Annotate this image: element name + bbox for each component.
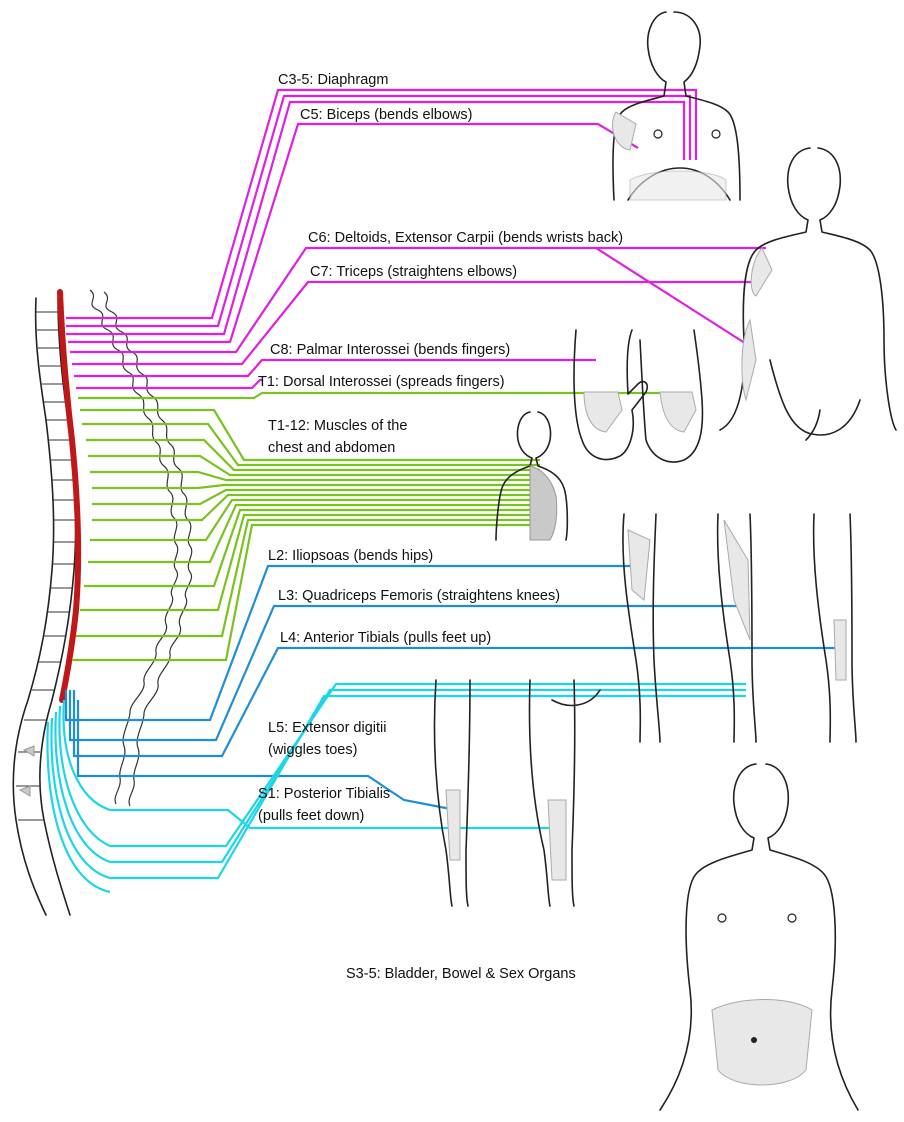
torso-back-figure xyxy=(720,148,896,440)
label-l4: L4: Anterior Tibials (pulls feet up) xyxy=(280,630,491,646)
label-c6: C6: Deltoids, Extensor Carpii (bends wri… xyxy=(308,230,623,246)
hands-figure xyxy=(574,330,702,462)
label-t1-12-line2: chest and abdomen xyxy=(268,440,395,456)
torso-front-figure xyxy=(612,12,740,200)
label-l5-line2: (wiggles toes) xyxy=(268,742,357,758)
label-l3: L3: Quadriceps Femoris (straightens knee… xyxy=(278,588,560,604)
label-c5: C5: Biceps (bends elbows) xyxy=(300,107,472,123)
legs-front-figure xyxy=(623,514,856,742)
spine-illustration xyxy=(13,290,191,915)
label-c7: C7: Triceps (straightens elbows) xyxy=(310,264,517,280)
sacral-nerve-lines xyxy=(47,684,746,892)
label-c8: C8: Palmar Interossei (bends fingers) xyxy=(270,342,510,358)
label-s3-5: S3-5: Bladder, Bowel & Sex Organs xyxy=(346,966,576,982)
label-l5-line1: L5: Extensor digitii xyxy=(268,720,386,736)
legs-back-figure xyxy=(434,680,600,906)
lower-torso-figure xyxy=(660,764,858,1110)
label-l2: L2: Iliopsoas (bends hips) xyxy=(268,548,433,564)
label-t1-12-line1: T1-12: Muscles of the xyxy=(268,418,407,434)
label-c3-5: C3-5: Diaphragm xyxy=(278,72,388,88)
label-s1-line2: (pulls feet down) xyxy=(258,808,364,824)
label-s1-line1: S1: Posterior Tibialis xyxy=(258,786,390,802)
label-t1: T1: Dorsal Interossei (spreads fingers) xyxy=(258,374,505,390)
